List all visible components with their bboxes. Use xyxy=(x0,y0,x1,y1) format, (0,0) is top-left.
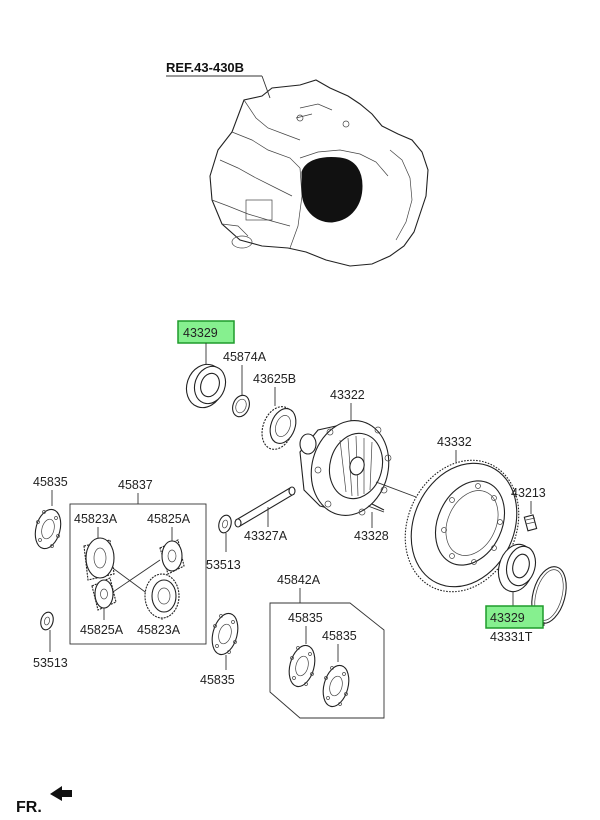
ring-gear-part xyxy=(404,459,520,593)
lock-pin-part xyxy=(371,503,385,511)
part-label-43327A[interactable]: 43327A xyxy=(244,529,288,543)
part-label-53513-center[interactable]: 53513 xyxy=(206,558,241,572)
seal-part xyxy=(232,394,250,418)
part-label-43213[interactable]: 43213 xyxy=(511,486,546,500)
part-label-45835-bottom[interactable]: 45835 xyxy=(200,673,235,687)
washer-53513-left-part xyxy=(40,611,54,631)
part-label-45842A[interactable]: 45842A xyxy=(277,573,321,587)
pinion-gear-top-part xyxy=(83,537,115,581)
part-label-43625B[interactable]: 43625B xyxy=(253,372,296,386)
part-label-45874A[interactable]: 45874A xyxy=(223,350,267,364)
pinion-gear-bottom-part xyxy=(144,573,180,619)
kit-45842A-box xyxy=(269,602,385,719)
part-label-45823A-bottom[interactable]: 45823A xyxy=(137,623,181,637)
washer-53513-center-part xyxy=(218,514,232,534)
bolt-part xyxy=(523,514,538,532)
part-label-45835-kit-b[interactable]: 45835 xyxy=(322,629,357,643)
highlight-box-bottom xyxy=(485,605,544,629)
differential-case-part xyxy=(299,420,392,516)
bearing-part-top xyxy=(185,363,227,409)
part-label-45825A-top[interactable]: 45825A xyxy=(147,512,191,526)
thrust-washer-topleft-part xyxy=(34,508,62,550)
part-label-45823A-top[interactable]: 45823A xyxy=(74,512,118,526)
ref-leader xyxy=(261,75,271,99)
transaxle-housing-illustration xyxy=(209,79,429,267)
pinion-shaft-part xyxy=(234,486,296,528)
thrust-washer-kit-a-part xyxy=(288,644,316,688)
kit-45837-box xyxy=(69,503,207,645)
thrust-washer-bottom-part xyxy=(211,612,239,656)
side-gear-top-part xyxy=(159,539,185,575)
part-label-53513-left[interactable]: 53513 xyxy=(33,656,68,670)
direction-label: FR. xyxy=(16,799,42,816)
part-label-45825A-bottom[interactable]: 45825A xyxy=(80,623,124,637)
part-label-45835-kit-a[interactable]: 45835 xyxy=(288,611,323,625)
part-label-43322[interactable]: 43322 xyxy=(330,388,365,402)
bearing-part-bottom xyxy=(497,543,537,593)
part-label-43332[interactable]: 43332 xyxy=(437,435,472,449)
part-label-45835-topleft[interactable]: 45835 xyxy=(33,475,68,489)
part-label-43328[interactable]: 43328 xyxy=(354,529,389,543)
front-arrow-icon xyxy=(50,786,72,801)
part-label-45837[interactable]: 45837 xyxy=(118,478,153,492)
side-gear-bottom-part xyxy=(91,577,117,611)
part-label-43331T[interactable]: 43331T xyxy=(490,630,533,644)
part-label-43329-bottom[interactable]: 43329 xyxy=(490,611,525,625)
part-label-43329-top[interactable]: 43329 xyxy=(183,326,218,340)
thrust-washer-kit-b-part xyxy=(322,664,350,708)
speedo-gear-part xyxy=(261,406,297,450)
ref-label[interactable]: REF.43-430B xyxy=(166,60,244,75)
